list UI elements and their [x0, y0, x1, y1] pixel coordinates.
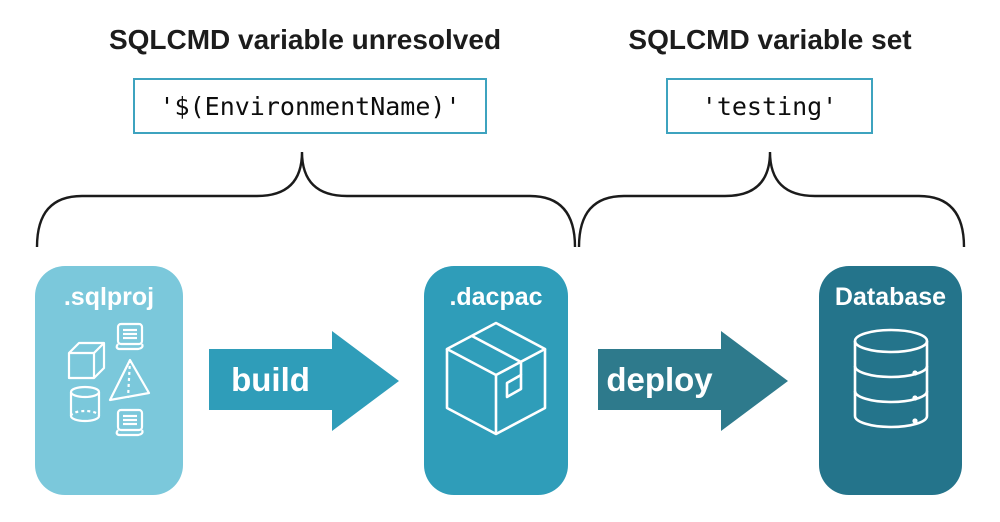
- build-arrow-label: build: [231, 360, 310, 398]
- stage-sqlproj: .sqlproj: [35, 266, 183, 495]
- heading-sqlcmd-unresolved: SQLCMD variable unresolved: [108, 24, 502, 55]
- script-scroll-icon: [115, 322, 144, 351]
- stage-sqlproj-label: .sqlproj: [63, 283, 155, 311]
- cylinder-icon: [69, 385, 101, 423]
- deploy-arrow: [598, 331, 788, 431]
- brace-left-icon: [35, 151, 577, 248]
- stage-dacpac: .dacpac: [424, 266, 568, 495]
- code-box-unresolved: '$(EnvironmentName)': [133, 78, 487, 134]
- package-icon: [445, 321, 547, 436]
- script-scroll-icon: [115, 408, 144, 437]
- brace-right-icon: [577, 151, 966, 248]
- cube-icon: [67, 341, 106, 380]
- heading-sqlcmd-set: SQLCMD variable set: [628, 24, 912, 55]
- pyramid-icon: [108, 358, 151, 402]
- code-box-resolved: 'testing': [666, 78, 873, 134]
- code-value-unresolved: '$(EnvironmentName)': [159, 91, 461, 121]
- stage-dacpac-label: .dacpac: [449, 283, 543, 311]
- stage-database: Database: [819, 266, 962, 495]
- database-icon: [853, 328, 928, 429]
- stage-database-label: Database: [834, 283, 947, 311]
- code-value-resolved: 'testing': [701, 91, 838, 121]
- sql-objects-icon: [67, 322, 151, 437]
- brace-group: [35, 151, 966, 248]
- deploy-arrow-label: deploy: [606, 360, 713, 398]
- build-arrow: [209, 331, 399, 431]
